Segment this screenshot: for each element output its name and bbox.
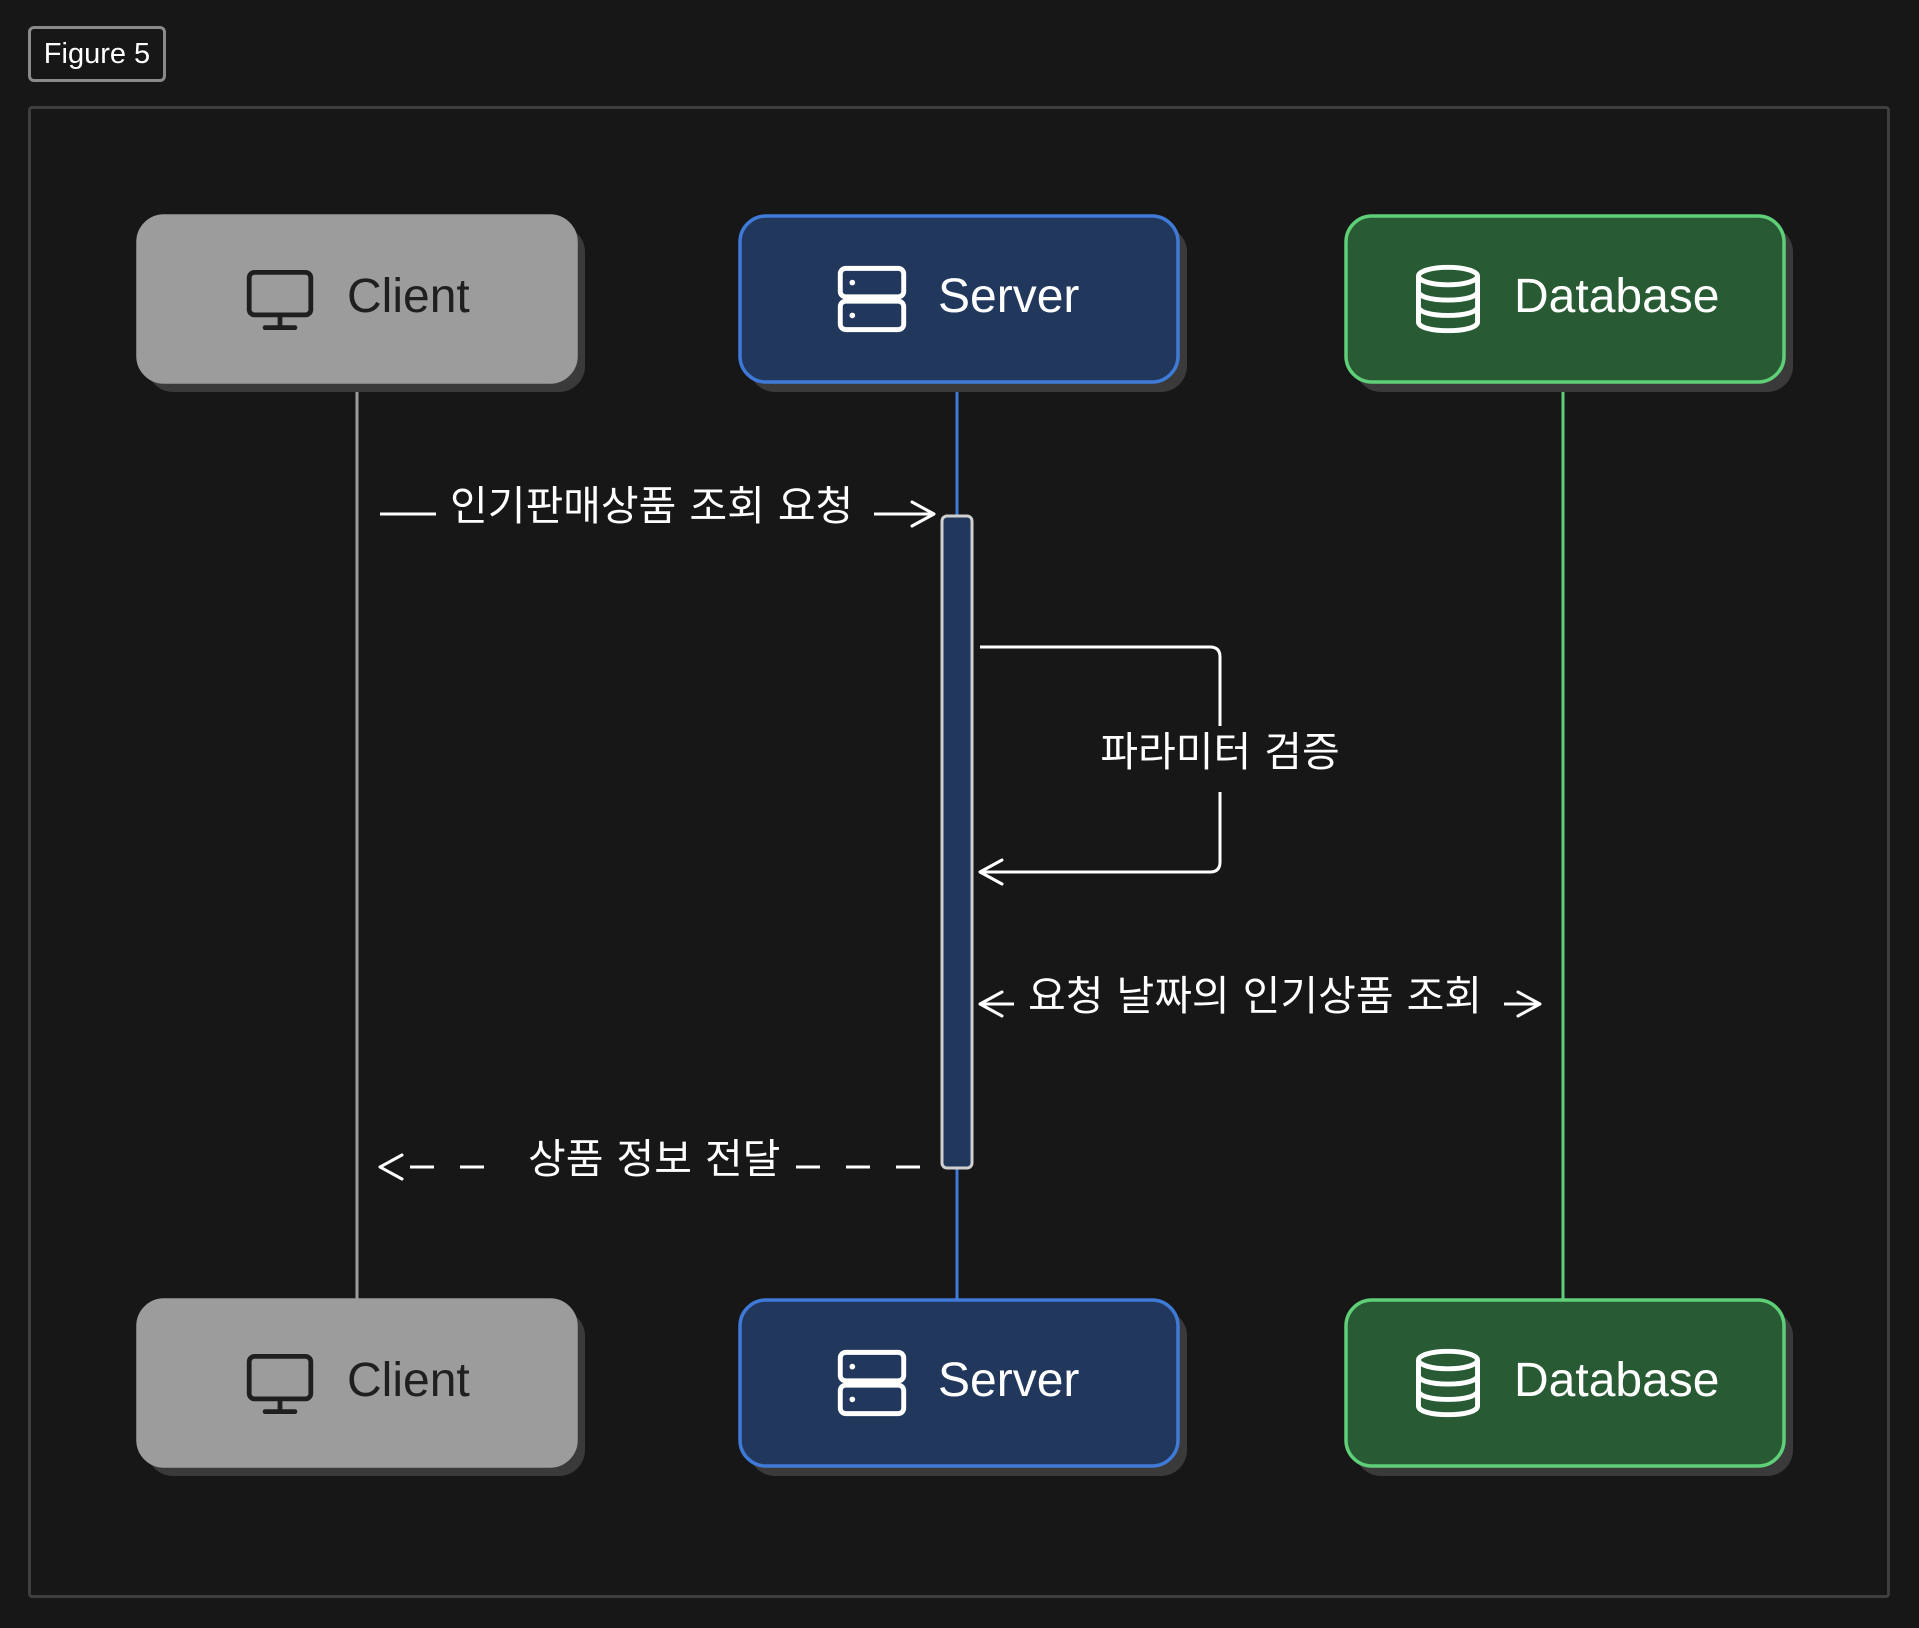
participant-database-top[interactable]: Database (1344, 214, 1793, 392)
client-box (136, 214, 578, 384)
request-label: 인기판매상품 조회 요청 (450, 482, 853, 530)
database-label: Database (1514, 270, 1719, 323)
server-activation-bar (940, 514, 974, 1170)
diagram-frame (28, 106, 1890, 1598)
database-label: Database (1514, 1354, 1719, 1407)
self-call-line (980, 645, 1222, 726)
client-label: Client (347, 270, 470, 323)
server-label: Server (938, 1354, 1079, 1407)
response-label: 상품 정보 전달 (528, 1135, 780, 1183)
message-query: 요청 날짜의 인기상품 조회 (978, 972, 1542, 1020)
server-label: Server (938, 270, 1079, 323)
arrow-head-icon (910, 500, 936, 528)
participant-database-bottom[interactable]: Database (1344, 1298, 1793, 1476)
server-box (738, 214, 1180, 384)
participant-server-top[interactable]: Server (738, 214, 1187, 392)
client-box (136, 1298, 578, 1468)
self-call-line (980, 792, 1222, 874)
server-box (738, 1298, 1180, 1468)
message-response: 상품 정보 전달 (378, 1135, 920, 1183)
participant-server-bottom[interactable]: Server (738, 1298, 1187, 1476)
arrow-head-icon (978, 858, 1004, 886)
message-validate: 파라미터 검증 (978, 645, 1340, 886)
query-label: 요청 날짜의 인기상품 조회 (1028, 972, 1482, 1020)
database-box (1344, 1298, 1786, 1468)
figure-label: Figure 5 (28, 26, 166, 82)
arrow-head-icon (1516, 990, 1542, 1018)
participant-client-top[interactable]: Client (136, 214, 585, 392)
arrow-head-icon (978, 990, 1004, 1018)
participant-client-bottom[interactable]: Client (136, 1298, 585, 1476)
arrow-head-icon (378, 1153, 404, 1181)
database-box (1344, 214, 1786, 384)
message-request: 인기판매상품 조회 요청 (380, 482, 936, 530)
client-label: Client (347, 1354, 470, 1407)
validate-label: 파라미터 검증 (1100, 728, 1339, 776)
